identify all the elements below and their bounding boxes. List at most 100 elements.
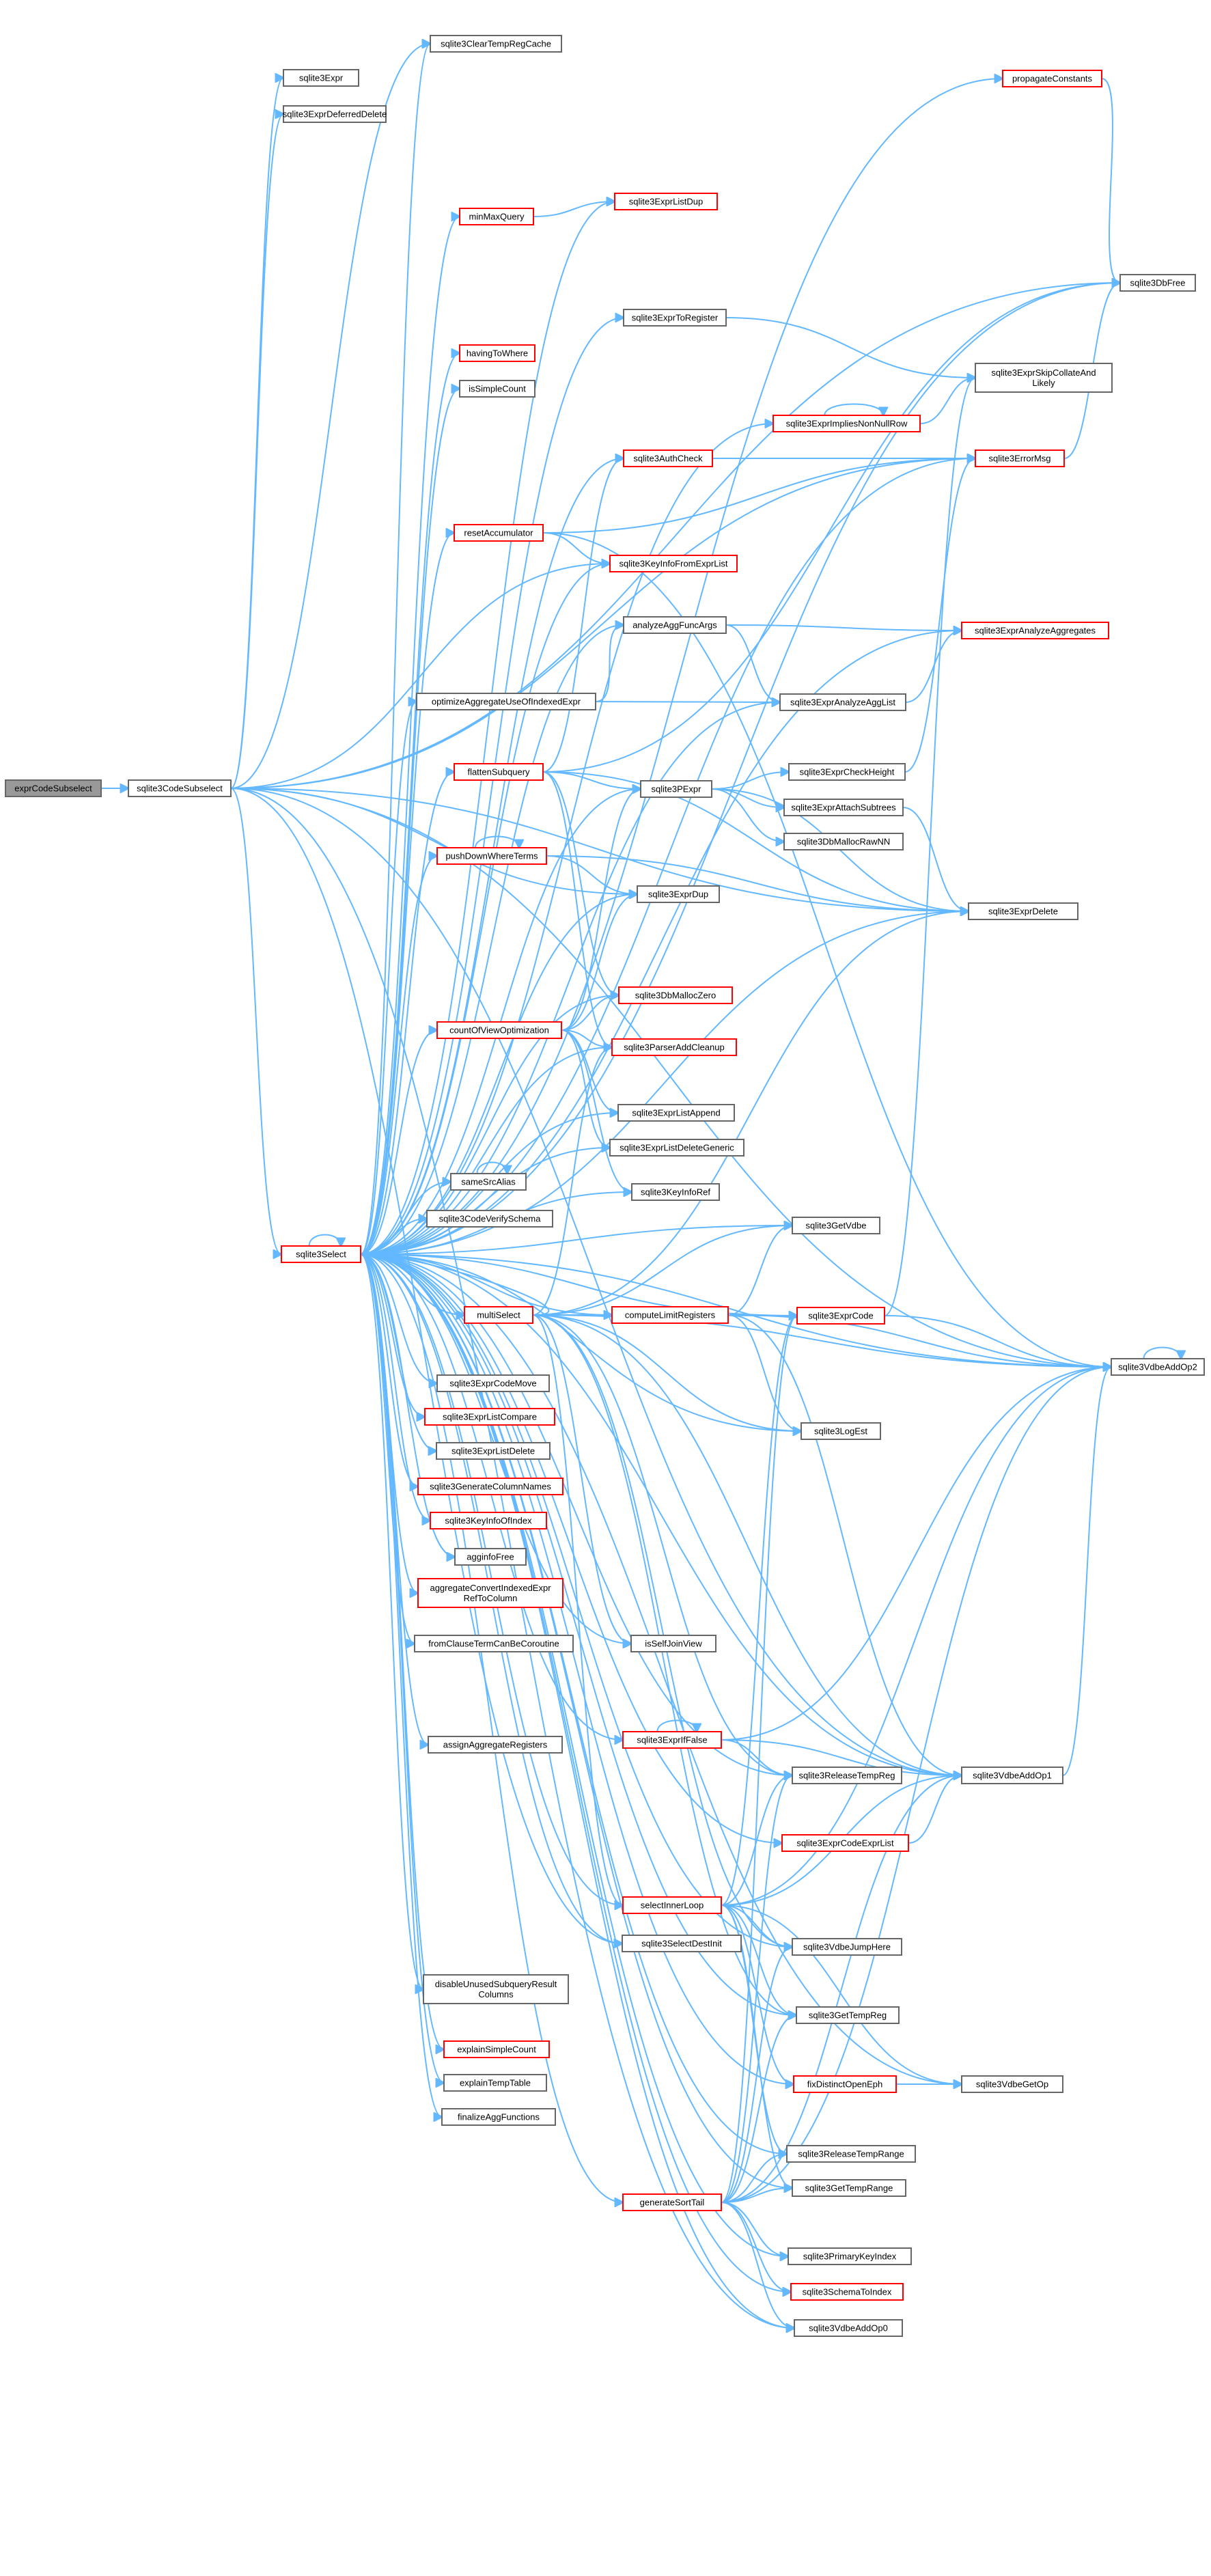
node-exprAnalyzeAggList[interactable]: sqlite3ExprAnalyzeAggList bbox=[779, 693, 906, 711]
node-box[interactable] bbox=[623, 449, 713, 467]
node-exprDelete[interactable]: sqlite3ExprDelete bbox=[968, 902, 1078, 920]
node-box[interactable] bbox=[968, 902, 1078, 920]
node-box[interactable] bbox=[416, 693, 596, 710]
node-box[interactable] bbox=[961, 622, 1109, 639]
node-codeVerifySchema[interactable]: sqlite3CodeVerifySchema bbox=[426, 1210, 553, 1228]
node-box[interactable] bbox=[783, 833, 904, 850]
node-box[interactable] bbox=[975, 449, 1065, 467]
node-primaryKeyIndex[interactable]: sqlite3PrimaryKeyIndex bbox=[788, 2247, 912, 2265]
node-exprCheckHeight[interactable]: sqlite3ExprCheckHeight bbox=[788, 763, 906, 781]
node-exprCodeMove[interactable]: sqlite3ExprCodeMove bbox=[436, 1374, 550, 1392]
node-box[interactable] bbox=[1002, 70, 1102, 87]
node-propagateConstants[interactable]: propagateConstants bbox=[1002, 70, 1102, 87]
node-box[interactable] bbox=[783, 799, 904, 816]
node-box[interactable] bbox=[454, 524, 544, 542]
node-exprListDelete[interactable]: sqlite3ExprListDelete bbox=[436, 1442, 551, 1460]
node-keyInfoFromExprList[interactable]: sqlite3KeyInfoFromExprList bbox=[609, 555, 738, 572]
node-releaseTempRange[interactable]: sqlite3ReleaseTempRange bbox=[786, 2145, 916, 2163]
node-vdbeJumpHere[interactable]: sqlite3VdbeJumpHere bbox=[792, 1938, 902, 1956]
node-box[interactable] bbox=[637, 885, 720, 903]
node-box[interactable] bbox=[786, 2145, 916, 2163]
node-box[interactable] bbox=[781, 1834, 909, 1852]
node-box[interactable] bbox=[788, 2247, 912, 2265]
node-box[interactable] bbox=[5, 779, 102, 797]
node-getTempReg[interactable]: sqlite3GetTempReg bbox=[796, 2006, 900, 2024]
node-box[interactable] bbox=[424, 1408, 555, 1426]
node-codeSubselect[interactable]: sqlite3CodeSubselect bbox=[128, 779, 232, 797]
node-box[interactable] bbox=[788, 763, 906, 781]
node-box[interactable] bbox=[283, 105, 387, 123]
node-box[interactable] bbox=[796, 2006, 900, 2024]
node-countOfViewOptimization[interactable]: countOfViewOptimization bbox=[436, 1021, 562, 1039]
node-dbMallocRawNN[interactable]: sqlite3DbMallocRawNN bbox=[783, 833, 904, 850]
node-pushDownWhereTerms[interactable]: pushDownWhereTerms bbox=[436, 847, 547, 865]
node-box[interactable] bbox=[794, 2319, 903, 2337]
node-box[interactable] bbox=[454, 1548, 527, 1566]
node-box[interactable] bbox=[430, 35, 562, 53]
node-minMaxQuery[interactable]: minMaxQuery bbox=[459, 208, 534, 225]
node-box[interactable] bbox=[792, 1767, 902, 1784]
node-keyInfoRef[interactable]: sqlite3KeyInfoRef bbox=[631, 1183, 720, 1201]
node-explainSimpleCount[interactable]: explainSimpleCount bbox=[443, 2040, 550, 2058]
node-box[interactable] bbox=[443, 2040, 550, 2058]
node-generateColumnNames[interactable]: sqlite3GenerateColumnNames bbox=[417, 1478, 563, 1495]
node-getVdbe[interactable]: sqlite3GetVdbe bbox=[792, 1217, 880, 1234]
node-box[interactable] bbox=[975, 363, 1113, 393]
node-explainTempTable[interactable]: explainTempTable bbox=[443, 2074, 547, 2092]
node-box[interactable] bbox=[622, 1731, 722, 1749]
node-box[interactable] bbox=[459, 380, 535, 398]
node-box[interactable] bbox=[436, 847, 547, 865]
node-box[interactable] bbox=[611, 1038, 737, 1056]
node-vdbeAddOp1[interactable]: sqlite3VdbeAddOp1 bbox=[961, 1767, 1063, 1784]
node-finalizeAggFunctions[interactable]: finalizeAggFunctions bbox=[441, 2108, 556, 2126]
node-box[interactable] bbox=[961, 2075, 1063, 2093]
node-box[interactable] bbox=[630, 1635, 716, 1652]
node-vdbeAddOp0[interactable]: sqlite3VdbeAddOp0 bbox=[794, 2319, 903, 2337]
node-box[interactable] bbox=[772, 415, 921, 432]
node-box[interactable] bbox=[454, 763, 544, 781]
node-box[interactable] bbox=[436, 1442, 551, 1460]
node-clearTempRegCache[interactable]: sqlite3ClearTempRegCache bbox=[430, 35, 562, 53]
node-box[interactable] bbox=[623, 616, 727, 634]
node-exprListAppend[interactable]: sqlite3ExprListAppend bbox=[617, 1104, 735, 1122]
node-box[interactable] bbox=[961, 1767, 1063, 1784]
node-box[interactable] bbox=[1119, 274, 1196, 292]
node-selectDestInit[interactable]: sqlite3SelectDestInit bbox=[622, 1935, 742, 1952]
node-box[interactable] bbox=[459, 344, 535, 362]
node-vdbeGetOp[interactable]: sqlite3VdbeGetOp bbox=[961, 2075, 1063, 2093]
node-generateSortTail[interactable]: generateSortTail bbox=[622, 2193, 722, 2211]
node-box[interactable] bbox=[609, 1139, 744, 1157]
node-exprAttachSubtrees[interactable]: sqlite3ExprAttachSubtrees bbox=[783, 799, 904, 816]
node-exprDeferredDelete[interactable]: sqlite3ExprDeferredDelete bbox=[283, 105, 387, 123]
node-havingToWhere[interactable]: havingToWhere bbox=[459, 344, 535, 362]
node-box[interactable] bbox=[631, 1183, 720, 1201]
node-dbMallocZero[interactable]: sqlite3DbMallocZero bbox=[618, 986, 733, 1004]
node-vdbeAddOp2[interactable]: sqlite3VdbeAddOp2 bbox=[1111, 1358, 1205, 1376]
node-box[interactable] bbox=[622, 1935, 742, 1952]
node-box[interactable] bbox=[622, 2193, 722, 2211]
node-select[interactable]: sqlite3Select bbox=[281, 1245, 361, 1263]
node-exprCode[interactable]: sqlite3ExprCode bbox=[796, 1307, 885, 1325]
node-multiSelect[interactable]: multiSelect bbox=[464, 1306, 533, 1324]
node-box[interactable] bbox=[792, 1217, 880, 1234]
node-box[interactable] bbox=[464, 1306, 533, 1324]
node-box[interactable] bbox=[426, 1210, 553, 1228]
node-resetAccumulator[interactable]: resetAccumulator bbox=[454, 524, 544, 542]
node-exprIfFalse[interactable]: sqlite3ExprIfFalse bbox=[622, 1731, 722, 1749]
node-keyInfoOfIndex[interactable]: sqlite3KeyInfoOfIndex bbox=[430, 1512, 547, 1529]
node-box[interactable] bbox=[283, 69, 359, 87]
node-box[interactable] bbox=[640, 780, 712, 798]
node-box[interactable] bbox=[792, 2179, 906, 2197]
node-box[interactable] bbox=[790, 2283, 904, 2301]
node-box[interactable] bbox=[417, 1478, 563, 1495]
node-expr[interactable]: sqlite3Expr bbox=[283, 69, 359, 87]
node-box[interactable] bbox=[609, 555, 738, 572]
node-exprListCompare[interactable]: sqlite3ExprListCompare bbox=[424, 1408, 555, 1426]
node-box[interactable] bbox=[417, 1578, 563, 1608]
node-authCheck[interactable]: sqlite3AuthCheck bbox=[623, 449, 713, 467]
node-box[interactable] bbox=[779, 693, 906, 711]
node-pExpr[interactable]: sqlite3PExpr bbox=[640, 780, 712, 798]
node-box[interactable] bbox=[459, 208, 534, 225]
